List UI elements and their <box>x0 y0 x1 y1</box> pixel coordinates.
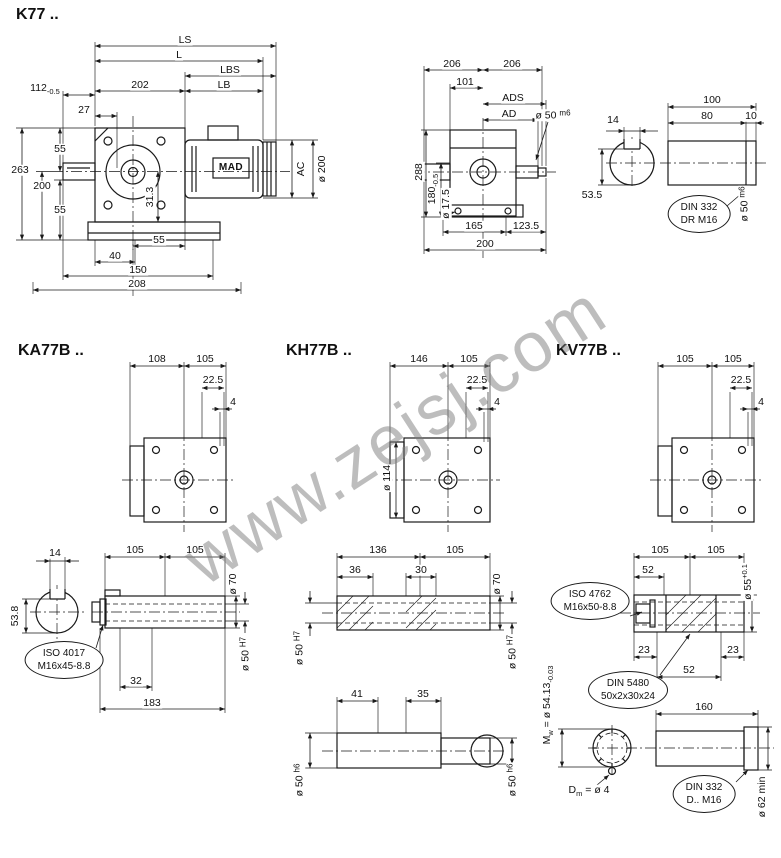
kv-shaft-dim-105-right: 105 <box>706 543 726 556</box>
kh-shaft-dim-136: 136 <box>368 543 388 556</box>
kh-shaft-bore-left: ø 50 H7 <box>292 629 306 667</box>
dim-208: 208 <box>127 277 147 290</box>
ka-shaft-dim-105-right: 105 <box>185 543 205 556</box>
dim-206-right: 206 <box>502 57 522 70</box>
kv-shaft-dim-105-left: 105 <box>650 543 670 556</box>
kv-shaft-dim-160: 160 <box>694 700 714 713</box>
callout-din332-dr: DIN 332 DR M16 <box>667 195 731 233</box>
ka77b-view <box>122 362 236 532</box>
kh-shaft-dim-41: 41 <box>350 687 364 700</box>
kv77b-view <box>650 362 764 532</box>
kv-shaft-pin-diameter: Dm = ø 4 <box>567 783 611 798</box>
dim-55-top: 55 <box>53 142 67 155</box>
dim-180: 180-0.5 <box>425 172 440 206</box>
callout-iso4762: ISO 4762 M16x50-8.8 <box>550 582 630 620</box>
kv-shaft-dim-23-right: 23 <box>726 643 740 656</box>
kv-shaft-dim-52-bottom: 52 <box>682 663 696 676</box>
dim-10: 10 <box>744 109 758 122</box>
dim-101: 101 <box>455 75 475 88</box>
callout-din332-d: DIN 332 D.. M16 <box>672 775 736 813</box>
dim-ad: AD <box>500 107 518 120</box>
kv-shaft-spline-measure: Mw = ø 54.13-0.03 <box>540 664 555 746</box>
dim-40: 40 <box>108 249 122 262</box>
ka77b-dim-22-5: 22.5 <box>201 373 225 386</box>
title-kh77b: KH77B .. <box>286 342 352 359</box>
kh77b-dim-4: 4 <box>493 395 501 408</box>
ka77b-dim-4: 4 <box>229 395 237 408</box>
ka-shaft-dim-105-left: 105 <box>125 543 145 556</box>
ka-shaft-dim-53-8: 53.8 <box>8 604 21 628</box>
dim-165: 165 <box>464 219 484 232</box>
dim-206-left: 206 <box>442 57 462 70</box>
ka77b-dim-105: 105 <box>195 352 215 365</box>
kv-shaft-dim-dia-62: ø 62 min <box>755 775 768 819</box>
kh-shaft-machine-shaft-right: ø 50 h6 <box>505 762 519 798</box>
kh-shaft-machine-shaft-left: ø 50 h6 <box>292 762 306 798</box>
kv-shaft-dim-52-top: 52 <box>641 563 655 576</box>
dim-l: L <box>175 48 183 61</box>
k77-side-view <box>16 42 318 296</box>
motor-brand-label: MAD <box>218 162 244 173</box>
dim-100: 100 <box>702 93 722 106</box>
kh-shaft-dim-35: 35 <box>416 687 430 700</box>
callout-iso4017: ISO 4017 M16x45-8.8 <box>24 641 104 679</box>
kh-shaft-bore-right: ø 50 H7 <box>505 633 519 671</box>
kh-shaft-dim-105: 105 <box>445 543 465 556</box>
dim-14-keyway: 14 <box>606 113 620 126</box>
kh77b-hollow-shaft-detail <box>305 553 517 769</box>
ka-shaft-dim-183: 183 <box>142 696 162 709</box>
kv-shaft-dim-23-left: 23 <box>637 643 651 656</box>
kh77b-dim-dia-114: ø 114 <box>380 463 393 493</box>
dim-ads: ADS <box>501 91 525 104</box>
kv77b-dim-105-right: 105 <box>723 352 743 365</box>
dim-dia-50-m6-shaft: ø 50 m6 <box>737 185 751 223</box>
kh77b-dim-105: 105 <box>459 352 479 365</box>
dim-lb: LB <box>216 78 232 91</box>
dim-ls: LS <box>177 33 193 46</box>
title-k77: K77 .. <box>16 6 59 23</box>
dim-288: 288 <box>412 162 425 182</box>
dim-31-3: 31.3 <box>143 185 156 209</box>
ka-shaft-dim-14: 14 <box>48 546 62 559</box>
kh-shaft-dim-dia-70: ø 70 <box>490 572 503 596</box>
kv77b-splined-shaft-detail <box>558 553 774 786</box>
dim-55-mid: 55 <box>152 233 166 246</box>
dim-53-5: 53.5 <box>580 188 604 201</box>
dim-dia-50-m6-front: ø 50 m6 <box>534 108 572 122</box>
k77-output-shaft-detail <box>598 103 768 207</box>
dim-200-front: 200 <box>475 237 495 250</box>
kv-shaft-dim-dia-55: ø 55+0.1 <box>739 563 754 601</box>
dim-123-5: 123.5 <box>511 219 541 232</box>
dim-dia-17-5: ø 17.5 <box>439 188 452 220</box>
dim-263: 263 <box>10 163 30 176</box>
dim-150: 150 <box>128 263 148 276</box>
kv77b-dim-4: 4 <box>757 395 765 408</box>
dim-202: 202 <box>130 78 150 91</box>
ka-shaft-dim-32: 32 <box>129 674 143 687</box>
ka-shaft-dim-dia-50-h7: ø 50 H7 <box>238 635 252 673</box>
kv77b-dim-22-5: 22.5 <box>729 373 753 386</box>
kh77b-dim-146: 146 <box>409 352 429 365</box>
ka-shaft-dim-dia-70: ø 70 <box>226 572 239 596</box>
title-kv77b: KV77B .. <box>556 342 621 359</box>
kh-shaft-dim-36: 36 <box>348 563 362 576</box>
dim-112: 112-0.5 <box>29 81 61 96</box>
dim-27: 27 <box>77 103 91 116</box>
kh-shaft-dim-30: 30 <box>414 563 428 576</box>
dim-lbs: LBS <box>219 63 241 76</box>
ka77b-dim-108: 108 <box>147 352 167 365</box>
kh77b-dim-22-5: 22.5 <box>465 373 489 386</box>
kv77b-dim-105-left: 105 <box>675 352 695 365</box>
callout-din5480: DIN 5480 50x2x30x24 <box>588 671 668 709</box>
kh77b-view <box>382 362 500 532</box>
dim-ac: AC <box>294 160 307 178</box>
dim-dia-200: ø 200 <box>315 154 328 184</box>
dim-55-bottom: 55 <box>53 203 67 216</box>
ka77b-hollow-shaft-detail <box>22 553 249 713</box>
dim-80: 80 <box>700 109 714 122</box>
dim-200-vertical: 200 <box>32 179 52 192</box>
title-ka77b: KA77B .. <box>18 342 84 359</box>
